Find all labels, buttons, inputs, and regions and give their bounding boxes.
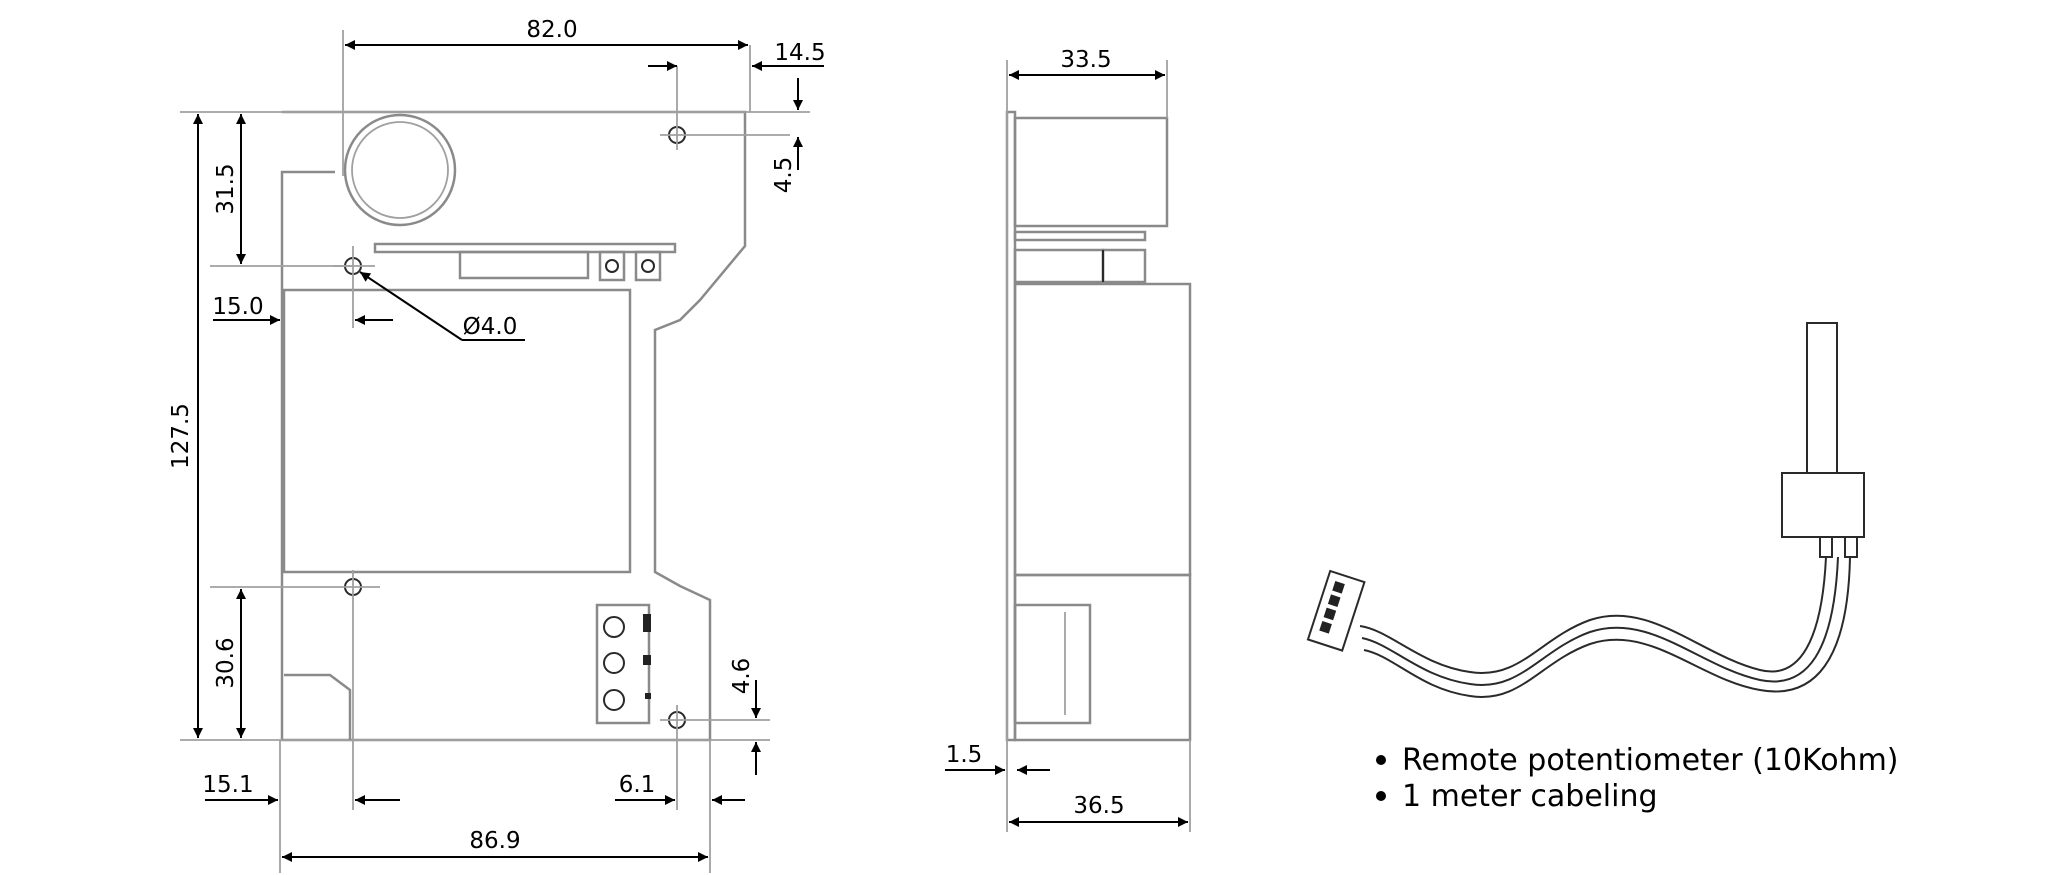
dim-right-upper-label: 4.5: [771, 157, 797, 194]
bullet-icon: [1376, 755, 1386, 765]
potentiometer-shaft: [1806, 322, 1838, 474]
note-remote-potentiometer: Remote potentiometer (10Kohm): [1402, 743, 1899, 778]
dim-left-offset: 15.0: [212, 294, 393, 325]
dim-bottom-left-label: 15.1: [202, 772, 253, 798]
dim-top-width-label: 82.0: [526, 17, 577, 43]
terminal-block: [595, 603, 651, 725]
potentiometer-illustration: [1306, 322, 1865, 698]
knob-circle: [343, 113, 457, 227]
dim-bottom-right: 6.1: [615, 772, 745, 805]
dim-left-offset-label: 15.0: [212, 294, 263, 320]
dim-side-top-label: 33.5: [1060, 47, 1111, 73]
cable: [1359, 556, 1851, 698]
side-knob-housing: [1013, 116, 1169, 228]
dim-left-lower: 30.6: [213, 589, 246, 738]
dim-bottom-width: 86.9: [282, 828, 708, 862]
dim-right-lower-label: 4.6: [729, 658, 755, 695]
front-body-outline: [280, 110, 747, 742]
dim-bottom-right-label: 6.1: [619, 772, 656, 798]
front-inner-panel: [282, 288, 632, 574]
side-main-body: [1013, 282, 1192, 577]
dim-top-right: 14.5: [648, 40, 826, 71]
dim-right-upper: 4.5: [771, 78, 803, 194]
mounting-hole-top-right: [660, 66, 790, 150]
dim-side-bottom-label: 36.5: [1073, 793, 1124, 819]
dim-hole-diameter: Ø4.0: [359, 271, 525, 341]
side-terminal: [1013, 603, 1092, 725]
dim-side-top: 33.5: [1009, 47, 1165, 80]
dim-hole-diameter-label: Ø4.0: [463, 314, 518, 340]
mounting-hole-top-left: [333, 246, 375, 328]
dim-total-height: 127.5: [168, 114, 203, 738]
dim-side-plate: 1.5: [945, 742, 1050, 775]
front-view: 82.0 14.5 4.5 127.5 31.5 15.0: [168, 17, 826, 873]
mounting-hole-bottom-right: [660, 705, 770, 810]
dim-right-lower: 4.6: [729, 658, 761, 775]
dim-left-upper-label: 31.5: [213, 163, 239, 214]
dim-top-right-label: 14.5: [774, 40, 825, 66]
dim-top-width: 82.0: [345, 17, 748, 50]
dim-bottom-width-label: 86.9: [469, 828, 520, 854]
accessory-notes: Remote potentiometer (10Kohm) 1 meter ca…: [1376, 743, 1899, 814]
cable-connector: [1306, 569, 1366, 652]
dim-left-upper: 31.5: [213, 114, 246, 264]
dim-bottom-left: 15.1: [202, 772, 400, 805]
mounting-hole-bottom-left: [280, 570, 380, 810]
note-cabeling: 1 meter cabeling: [1402, 779, 1658, 814]
bullet-icon: [1376, 791, 1386, 801]
dim-side-bottom: 36.5: [1009, 793, 1188, 827]
side-view: 33.5 1.5 36.5: [945, 47, 1192, 832]
dim-left-lower-label: 30.6: [213, 637, 239, 688]
dim-total-height-label: 127.5: [168, 403, 194, 469]
potentiometer-body: [1781, 472, 1865, 538]
dim-side-plate-label: 1.5: [946, 742, 983, 768]
